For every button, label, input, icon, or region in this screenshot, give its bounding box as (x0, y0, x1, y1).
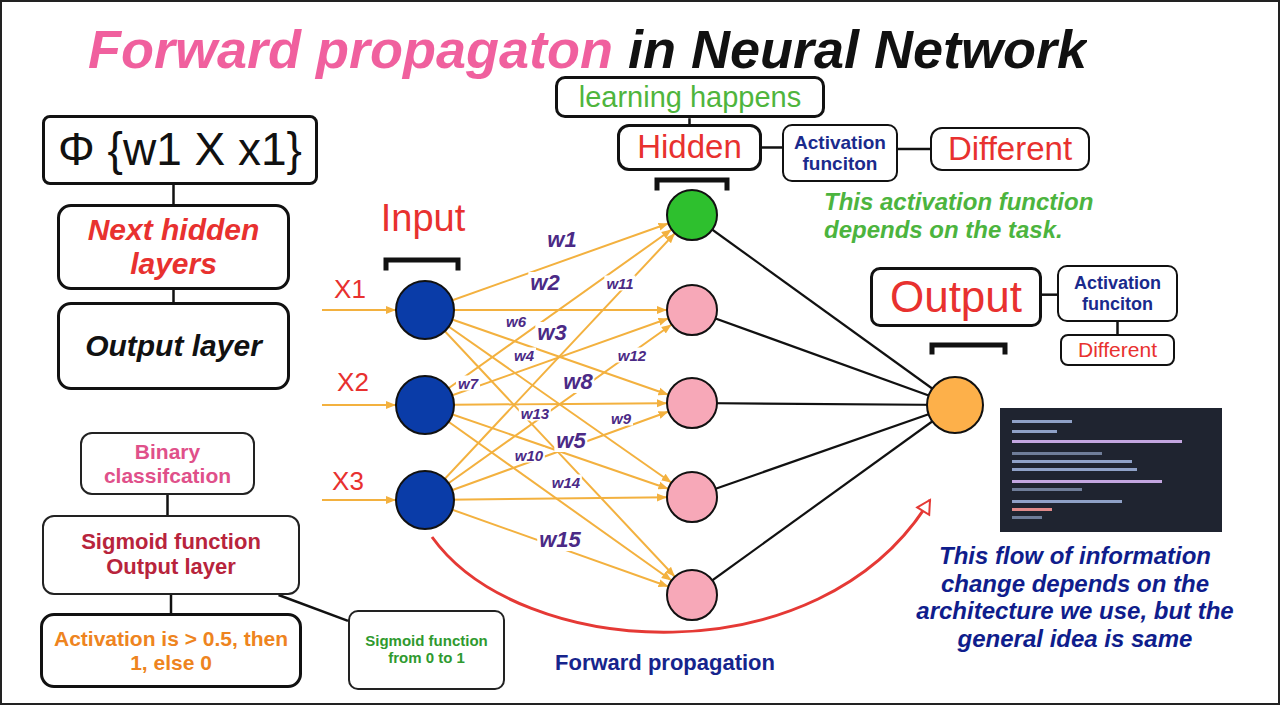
node-text: learning happens (564, 81, 816, 113)
weight-label: w8 (561, 371, 594, 393)
note-box: Sigmoid function from 0 to 1 (348, 610, 505, 690)
code-line (1012, 430, 1057, 433)
code-screenshot (1000, 408, 1222, 532)
connector-line (762, 146, 782, 149)
weight-arrow (425, 310, 692, 595)
node-text: Sigmoid function Output layer (50, 530, 292, 579)
note-text: This activation function depends on the … (824, 188, 1184, 243)
input-name: X3 (332, 467, 364, 497)
code-line (1012, 500, 1122, 503)
formula-box: Φ {w1 X x1} (42, 115, 318, 185)
tag-box: learning happens (555, 76, 825, 118)
weight-label: w7 (456, 376, 480, 391)
node-text: Different (1068, 338, 1167, 362)
hidden-neuron (667, 190, 717, 240)
code-line (1012, 440, 1182, 443)
weight-label: w9 (609, 411, 633, 426)
tag-box: Different (930, 127, 1090, 172)
connector-line (172, 290, 175, 302)
weight-label: w10 (513, 448, 545, 463)
weight-label: w6 (504, 314, 528, 329)
hidden-neuron (667, 472, 717, 522)
output-link (692, 405, 955, 497)
input-neuron (396, 376, 454, 434)
connector-line (1116, 322, 1119, 334)
weight-label: w4 (512, 348, 536, 363)
weight-arrow (425, 215, 692, 405)
input-name: X2 (337, 368, 369, 398)
layer-bracket (932, 345, 1005, 352)
weight-arrow (425, 497, 692, 500)
weight-arrow (425, 500, 692, 595)
activation-box: Activation funciton (1057, 265, 1178, 322)
concept-box: Sigmoid function Output layer (42, 515, 300, 595)
node-text: Next hidden layers (66, 213, 281, 280)
weight-arrow (425, 405, 692, 595)
weight-label: w2 (528, 272, 561, 294)
code-line (1012, 420, 1072, 423)
weight-label: w11 (604, 276, 635, 291)
output-link (692, 405, 955, 595)
node-text: Hidden (626, 129, 753, 166)
node-text: Output (879, 272, 1033, 321)
weight-arrow (425, 405, 692, 497)
layer-bracket (386, 260, 458, 268)
weight-label: w14 (550, 475, 582, 490)
page-title: Forward propagaton in Neural Network (88, 18, 1087, 80)
weight-arrow (425, 215, 692, 500)
weight-label: w12 (616, 348, 648, 363)
code-line (1012, 468, 1137, 471)
node-text: Activation funciton (1065, 273, 1170, 313)
connector-line (898, 148, 930, 151)
weight-arrow (425, 403, 692, 500)
node-text: Activation funciton (790, 132, 890, 175)
code-line (1012, 508, 1052, 511)
hidden-neuron (667, 378, 717, 428)
code-panel (1000, 408, 1222, 532)
code-line (1012, 480, 1162, 483)
hidden-neuron (667, 570, 717, 620)
layer-tag: Hidden (617, 124, 762, 171)
output-link (692, 403, 955, 405)
node-text: Different (938, 131, 1082, 168)
weight-label: w15 (537, 529, 583, 551)
input-neuron (396, 471, 454, 529)
code-line (1012, 460, 1132, 463)
code-line (1012, 488, 1082, 491)
layer-heading: Input (381, 197, 466, 241)
input-name: X1 (334, 275, 366, 305)
connector-line (170, 595, 173, 613)
node-text: Activation is > 0.5, then 1, else 0 (49, 627, 293, 674)
output-neuron (927, 377, 983, 433)
layer-box: Next hidden layers (57, 204, 290, 290)
node-text: Binary classifcation (88, 440, 247, 487)
layer-bracket (657, 180, 727, 188)
code-line (1012, 452, 1102, 455)
activation-box: Activation funciton (782, 124, 898, 182)
tag-box: Different (1060, 334, 1175, 366)
connector-line (166, 495, 169, 515)
weight-label: w1 (545, 229, 578, 251)
weight-label: w5 (554, 430, 587, 452)
connector-line (1042, 293, 1057, 296)
hidden-neuron (667, 285, 717, 335)
input-neuron (396, 281, 454, 339)
weight-label: w13 (519, 406, 551, 421)
connector-line (172, 185, 175, 204)
note-text: This flow of information change depends … (900, 542, 1250, 652)
layer-tag: Output (870, 267, 1042, 326)
concept-box: Binary classifcation (80, 432, 255, 495)
rule-box: Activation is > 0.5, then 1, else 0 (40, 613, 302, 688)
weight-arrow (425, 310, 692, 500)
node-text: Output layer (66, 329, 281, 363)
node-text: Φ {w1 X x1} (51, 124, 309, 176)
weight-label: w3 (535, 322, 568, 344)
arrow-caption: Forward propagation (555, 650, 775, 675)
layer-box: Output layer (57, 302, 290, 390)
code-line (1012, 516, 1042, 519)
node-text: Sigmoid function from 0 to 1 (356, 633, 497, 667)
